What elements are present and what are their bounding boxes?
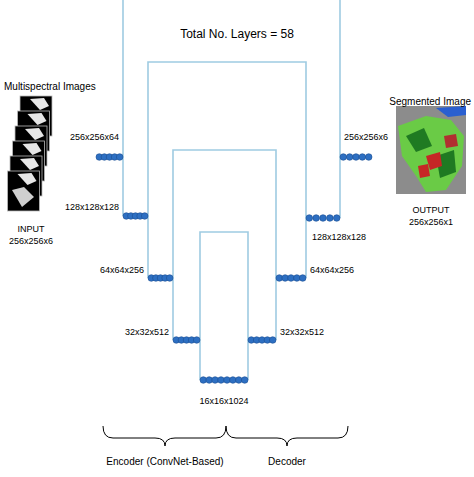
band-feature (25, 128, 44, 140)
band-feature (28, 113, 47, 125)
section-label: Encoder (ConvNet-Based) (106, 456, 223, 468)
layer-dots (96, 154, 372, 384)
section-brace (103, 426, 226, 446)
encoder-layer: 128x128x128 (123, 212, 148, 220)
input-image: Multispectral ImagesINPUT256x256x6 (6, 94, 54, 214)
dimension-label: 256x256x1 (409, 217, 453, 228)
layer-connection (247, 340, 249, 380)
skip-connection (173, 150, 276, 278)
map-ground (396, 106, 466, 194)
layer-dot (241, 377, 248, 384)
band-feature (23, 143, 42, 155)
band-feature (20, 158, 39, 170)
layer-dot (141, 213, 148, 220)
encoder-layer: 256x256x64 (96, 153, 123, 161)
segmented-map (396, 106, 466, 194)
output-image: Segmented ImageOUTPUT256x256x1 (396, 106, 466, 194)
layer-connection (147, 216, 149, 278)
section-label: Decoder (268, 456, 306, 468)
layer-dot (166, 275, 173, 282)
layer-dot (269, 337, 276, 344)
image-heading: Segmented Image (389, 96, 471, 108)
layer-dot (218, 377, 225, 384)
layer-connection (275, 278, 277, 340)
image-caption: INPUT (18, 224, 45, 235)
encoder-layer: 32x32x512 (173, 336, 200, 344)
skip-connection (200, 232, 248, 340)
image-stack (8, 96, 53, 211)
layer-dot (116, 154, 123, 161)
decoder-layer: 32x32x512 (248, 336, 276, 344)
layer-connection (122, 157, 124, 216)
layer-dot (365, 154, 372, 161)
layer-connection (305, 218, 307, 278)
band-feature (12, 187, 34, 207)
layer-dot (340, 154, 347, 161)
band-feature (18, 173, 37, 185)
dimension-label: 64x64x256 (100, 265, 144, 276)
layer-dot (346, 154, 353, 161)
map-region (406, 128, 432, 152)
bottleneck-layer: 16x16x1024 (200, 376, 248, 384)
diagram-title: Total No. Layers = 58 (180, 27, 294, 41)
decoder-layer: 256x256x6 (340, 153, 372, 161)
layer-connection (172, 278, 174, 340)
image-heading: Multispectral Images (4, 81, 96, 93)
layer-dot (333, 215, 340, 222)
layer-connection (199, 340, 201, 380)
layer-dot (299, 275, 306, 282)
section-brace (226, 426, 348, 446)
layer-dot (353, 154, 360, 161)
decoder-layer: 64x64x256 (276, 274, 306, 282)
band-feature (30, 98, 49, 110)
dimension-label: 128x128x128 (65, 202, 119, 213)
layer-dot (327, 215, 334, 222)
dimension-label: 256x256x6 (9, 236, 53, 247)
layer-dot (313, 215, 320, 222)
layer-dot (193, 337, 200, 344)
image-caption: OUTPUT (413, 205, 450, 216)
skip-connection (123, 0, 340, 157)
layer-dot (320, 215, 327, 222)
dimension-label: 64x64x256 (310, 265, 354, 276)
map-water (436, 106, 466, 117)
encoder-layer: 64x64x256 (148, 274, 173, 282)
dimension-label: 256x256x6 (344, 132, 388, 143)
dimension-label: 16x16x1024 (199, 396, 248, 407)
dimension-label: 32x32x512 (125, 327, 169, 338)
layer-dot (359, 154, 366, 161)
map-region (398, 116, 464, 192)
map-region (418, 164, 430, 178)
map-region (444, 134, 458, 148)
band-slice (8, 171, 40, 211)
layer-dot (306, 215, 313, 222)
skip-connection (148, 62, 306, 218)
dimension-label: 128x128x128 (312, 232, 366, 243)
dimension-label: 256x256x64 (70, 132, 119, 143)
layer-connection (339, 157, 341, 218)
decoder-layer: 128x128x128 (306, 214, 340, 222)
dimension-label: 32x32x512 (280, 327, 324, 338)
